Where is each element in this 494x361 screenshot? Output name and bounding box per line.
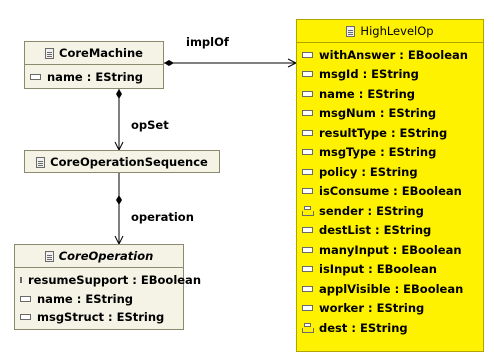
class-name: CoreMachine <box>59 46 143 60</box>
attribute-icon <box>20 295 31 302</box>
attribute-row[interactable]: msgStruct : EString <box>15 308 183 327</box>
attribute-row[interactable]: name : EString <box>15 290 183 309</box>
attribute-icon <box>302 129 313 136</box>
attribute-row[interactable]: name : EString <box>297 84 483 104</box>
attribute-label: msgNum : EString <box>319 106 437 121</box>
attribute-label: destList : EString <box>319 223 432 238</box>
class-header: CoreMachine <box>25 42 163 64</box>
attribute-row[interactable]: msgId : EString <box>297 65 483 85</box>
attribute-label: isInput : EBoolean <box>319 262 437 277</box>
class-core-machine[interactable]: CoreMachine name : EString <box>24 41 164 89</box>
attribute-icon <box>302 110 313 117</box>
attribute-row[interactable]: withAnswer : EBoolean <box>297 45 483 65</box>
opset-diamond <box>116 89 122 99</box>
attribute-row[interactable]: policy : EString <box>297 162 483 182</box>
attribute-icon <box>302 71 313 78</box>
attribute-label: withAnswer : EBoolean <box>319 47 468 62</box>
class-header: CoreOperation <box>15 245 183 267</box>
attribute-row[interactable]: worker : EString <box>297 299 483 319</box>
attribute-row[interactable]: isConsume : EBoolean <box>297 182 483 202</box>
attribute-icon <box>302 188 313 195</box>
attribute-label: manyInput : EBoolean <box>319 242 462 257</box>
attribute-icon <box>302 227 313 234</box>
class-header: CoreOperationSequence <box>25 151 219 173</box>
attribute-label: name : EString <box>37 291 134 306</box>
attribute-list: withAnswer : EBoolean msgId : EString na… <box>297 42 483 340</box>
class-name: HighLevelOp <box>360 24 434 38</box>
attribute-row[interactable]: msgType : EString <box>297 143 483 163</box>
attribute-icon <box>302 149 313 156</box>
opset-label: opSet <box>131 118 169 132</box>
implof-label: implOf <box>186 35 229 49</box>
class-core-operation[interactable]: CoreOperation resumeSupport : EBoolean n… <box>14 244 201 330</box>
attribute-label: name : EString <box>319 86 416 101</box>
attribute-list: name : EString <box>25 64 163 89</box>
attribute-icon <box>302 168 313 175</box>
attribute-label: msgId : EString <box>319 67 419 82</box>
class-core-operation-sequence[interactable]: CoreOperationSequence <box>24 150 220 173</box>
attribute-row[interactable]: resultType : EString <box>297 123 483 143</box>
attribute-icon <box>302 246 313 253</box>
class-icon <box>44 250 54 262</box>
attribute-icon <box>302 90 313 97</box>
reference-icon <box>302 205 314 216</box>
attribute-icon <box>302 266 313 273</box>
class-high-level-op[interactable]: HighLevelOp withAnswer : EBoolean msgId … <box>296 19 484 352</box>
class-header: HighLevelOp <box>297 20 483 42</box>
attribute-label: resumeSupport : EBoolean <box>28 273 202 288</box>
attribute-label: dest : EString <box>319 320 408 335</box>
class-icon <box>346 25 356 37</box>
attribute-icon <box>20 314 31 321</box>
attribute-icon <box>20 277 22 284</box>
class-icon <box>45 47 55 59</box>
class-name: CoreOperation <box>58 249 154 263</box>
attribute-label: policy : EString <box>319 164 418 179</box>
attribute-label: resultType : EString <box>319 125 448 140</box>
attribute-row[interactable]: name : EString <box>25 68 163 87</box>
attribute-label: isConsume : EBoolean <box>319 184 462 199</box>
class-icon <box>36 156 46 168</box>
attribute-row[interactable]: destList : EString <box>297 221 483 241</box>
attribute-icon <box>302 51 313 58</box>
attribute-row[interactable]: isInput : EBoolean <box>297 260 483 280</box>
class-name: CoreOperationSequence <box>50 155 208 169</box>
operation-label: operation <box>131 210 194 224</box>
attribute-icon <box>302 285 313 292</box>
attribute-list: resumeSupport : EBoolean name : EString … <box>15 267 201 329</box>
attribute-row[interactable]: resumeSupport : EBoolean <box>15 271 201 290</box>
attribute-icon <box>302 305 313 312</box>
attribute-label: msgStruct : EString <box>37 310 165 325</box>
attribute-label: msgType : EString <box>319 145 437 160</box>
attribute-row[interactable]: applVisible : EBoolean <box>297 279 483 299</box>
attribute-label: applVisible : EBoolean <box>319 281 464 296</box>
attribute-icon <box>30 74 41 81</box>
attribute-label: sender : EString <box>319 203 424 218</box>
attribute-label: name : EString <box>47 70 144 85</box>
reference-row[interactable]: sender : EString <box>297 201 483 221</box>
operation-diamond <box>116 195 122 205</box>
reference-row[interactable]: dest : EString <box>297 318 483 338</box>
attribute-row[interactable]: manyInput : EBoolean <box>297 240 483 260</box>
reference-icon <box>302 322 314 333</box>
implof-diamond <box>164 60 174 66</box>
attribute-row[interactable]: msgNum : EString <box>297 104 483 124</box>
attribute-label: worker : EString <box>319 301 425 316</box>
